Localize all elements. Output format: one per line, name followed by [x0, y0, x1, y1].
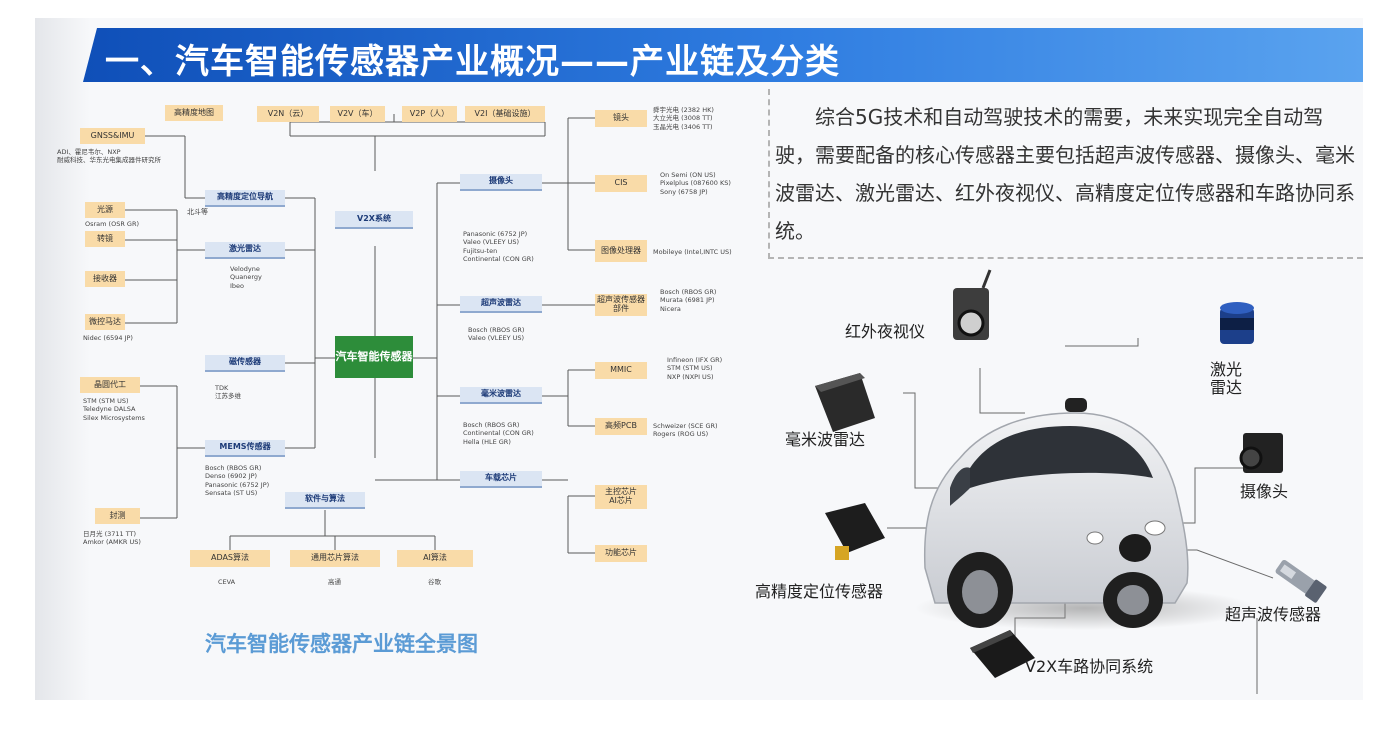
- v2x-box: V2X系统: [335, 211, 413, 229]
- general-chip-algo-box: 通用芯片算法: [290, 550, 380, 567]
- mmwave-box: 毫米波雷达: [460, 387, 542, 404]
- infrared-label: 红外夜视仪: [845, 322, 926, 341]
- main-chip-box: 主控芯片 AI芯片: [595, 485, 647, 509]
- mems-note: Bosch (RBOS GR) Denso (6902 JP) Panasoni…: [205, 464, 270, 498]
- beidou-note: 北斗等: [187, 208, 208, 216]
- ultrasonic-note: Bosch (RBOS GR) Valeo (VLEEY US): [468, 326, 525, 343]
- foundry-note: STM (STM US) Teledyne DALSA Silex Micros…: [83, 397, 145, 422]
- magnetic-box: 磁传感器: [205, 355, 285, 372]
- camera-box: 摄像头: [460, 174, 542, 191]
- gnss-note: ADI、霍尼韦尔、NXP 耐威科技、华东光电集成器件研究所: [57, 148, 161, 165]
- ultrasonic-label: 超声波传感器: [1225, 605, 1322, 624]
- mmic-box: MMIC: [595, 362, 647, 379]
- adas-algo-box: ADAS算法: [190, 550, 270, 567]
- page-title: 一、汽车智能传感器产业概况——产业链及分类: [105, 42, 840, 82]
- description-frame: [768, 89, 1363, 259]
- adas-algo-note: CEVA: [218, 578, 236, 586]
- function-chip-box: 功能芯片: [595, 545, 647, 562]
- light-note: Osram (OSR GR): [85, 220, 140, 228]
- camera-note: Panasonic (6752 JP) Valeo (VLEEY US) Fuj…: [463, 230, 534, 264]
- description-text: 综合5G技术和自动驾驶技术的需要，未来实现完全自动驾驶，需要配备的核心传感器主要…: [775, 105, 1355, 243]
- mems-box: MEMS传感器: [205, 440, 285, 457]
- ai-algo-box: AI算法: [397, 550, 473, 567]
- light-source-box: 光源: [85, 202, 125, 218]
- usensor-note: Bosch (RBOS GR) Murata (6981 JP) Nicera: [660, 288, 717, 313]
- ultrasonic-box: 超声波雷达: [460, 296, 542, 313]
- isp-note: Mobileye (Intel,INTC US): [653, 248, 732, 256]
- motor-note: Nidec (6594 JP): [83, 334, 133, 342]
- mmic-note: Infineon (IFX GR) STM (STM US) NXP (NXPI…: [667, 356, 723, 381]
- lidar-note: Velodyne Quanergy Ibeo: [230, 265, 262, 290]
- software-box: 软件与算法: [285, 492, 365, 509]
- receiver-box: 接收器: [85, 271, 125, 287]
- ai-algo-note: 谷歌: [428, 578, 441, 586]
- pcb-note: Schweizer (SCE GR) Rogers (ROG US): [653, 422, 718, 439]
- usensor-box: 超声波传感器部件: [595, 294, 647, 316]
- foundry-box: 晶圆代工: [80, 377, 140, 393]
- motor-box: 微控马达: [85, 314, 125, 330]
- cis-box: CIS: [595, 175, 647, 192]
- lidar-box: 激光雷达: [205, 242, 285, 259]
- v2i-box: V2I（基础设施）: [465, 106, 545, 122]
- v2v-box: V2V（车）: [330, 106, 385, 122]
- lidar-label: 激光雷达: [1210, 360, 1243, 397]
- packaging-note: 日月光 (3711 TT) Amkor (AMKR US): [83, 530, 141, 547]
- isp-box: 图像处理器: [595, 240, 647, 262]
- cis-note: On Semi (ON US) Pixelplus (087600 KS) So…: [660, 171, 731, 196]
- positioning-label: 高精度定位传感器: [755, 582, 884, 601]
- lens-box: 镜头: [595, 110, 647, 127]
- hd-map-box: 高精度地图: [165, 105, 223, 121]
- mirror-box: 转镜: [85, 231, 125, 247]
- mmwave-note: Bosch (RBOS GR) Continental (CON GR) Hel…: [463, 421, 534, 446]
- center-box: 汽车智能传感器: [335, 336, 413, 378]
- chain-caption: 汽车智能传感器产业链全景图: [205, 632, 478, 656]
- slide: 一、汽车智能传感器产业概况——产业链及分类 综合5G技术和自动驾驶技术的需要，未…: [35, 18, 1363, 700]
- lens-note: 舜宇光电 (2382 HK) 大立光电 (3008 TT) 玉晶光电 (3406…: [653, 106, 714, 131]
- v2p-box: V2P（人）: [402, 106, 457, 122]
- general-chip-algo-note: 高通: [328, 578, 341, 586]
- car-illustration: [815, 269, 1327, 694]
- magnetic-note: TDK 江苏多维: [215, 384, 241, 401]
- v2x-label: V2X车路协同系统: [1025, 657, 1154, 676]
- packaging-box: 封测: [95, 508, 140, 524]
- nav-box: 高精度定位导航: [205, 190, 285, 207]
- camera-label: 摄像头: [1240, 482, 1289, 501]
- chip-box: 车载芯片: [460, 471, 542, 488]
- mmwave-label: 毫米波雷达: [785, 430, 866, 449]
- pcb-box: 高频PCB: [595, 418, 647, 435]
- gnss-imu-box: GNSS&IMU: [80, 128, 145, 144]
- title-banner: [83, 28, 1363, 82]
- v2n-box: V2N（云）: [257, 106, 319, 122]
